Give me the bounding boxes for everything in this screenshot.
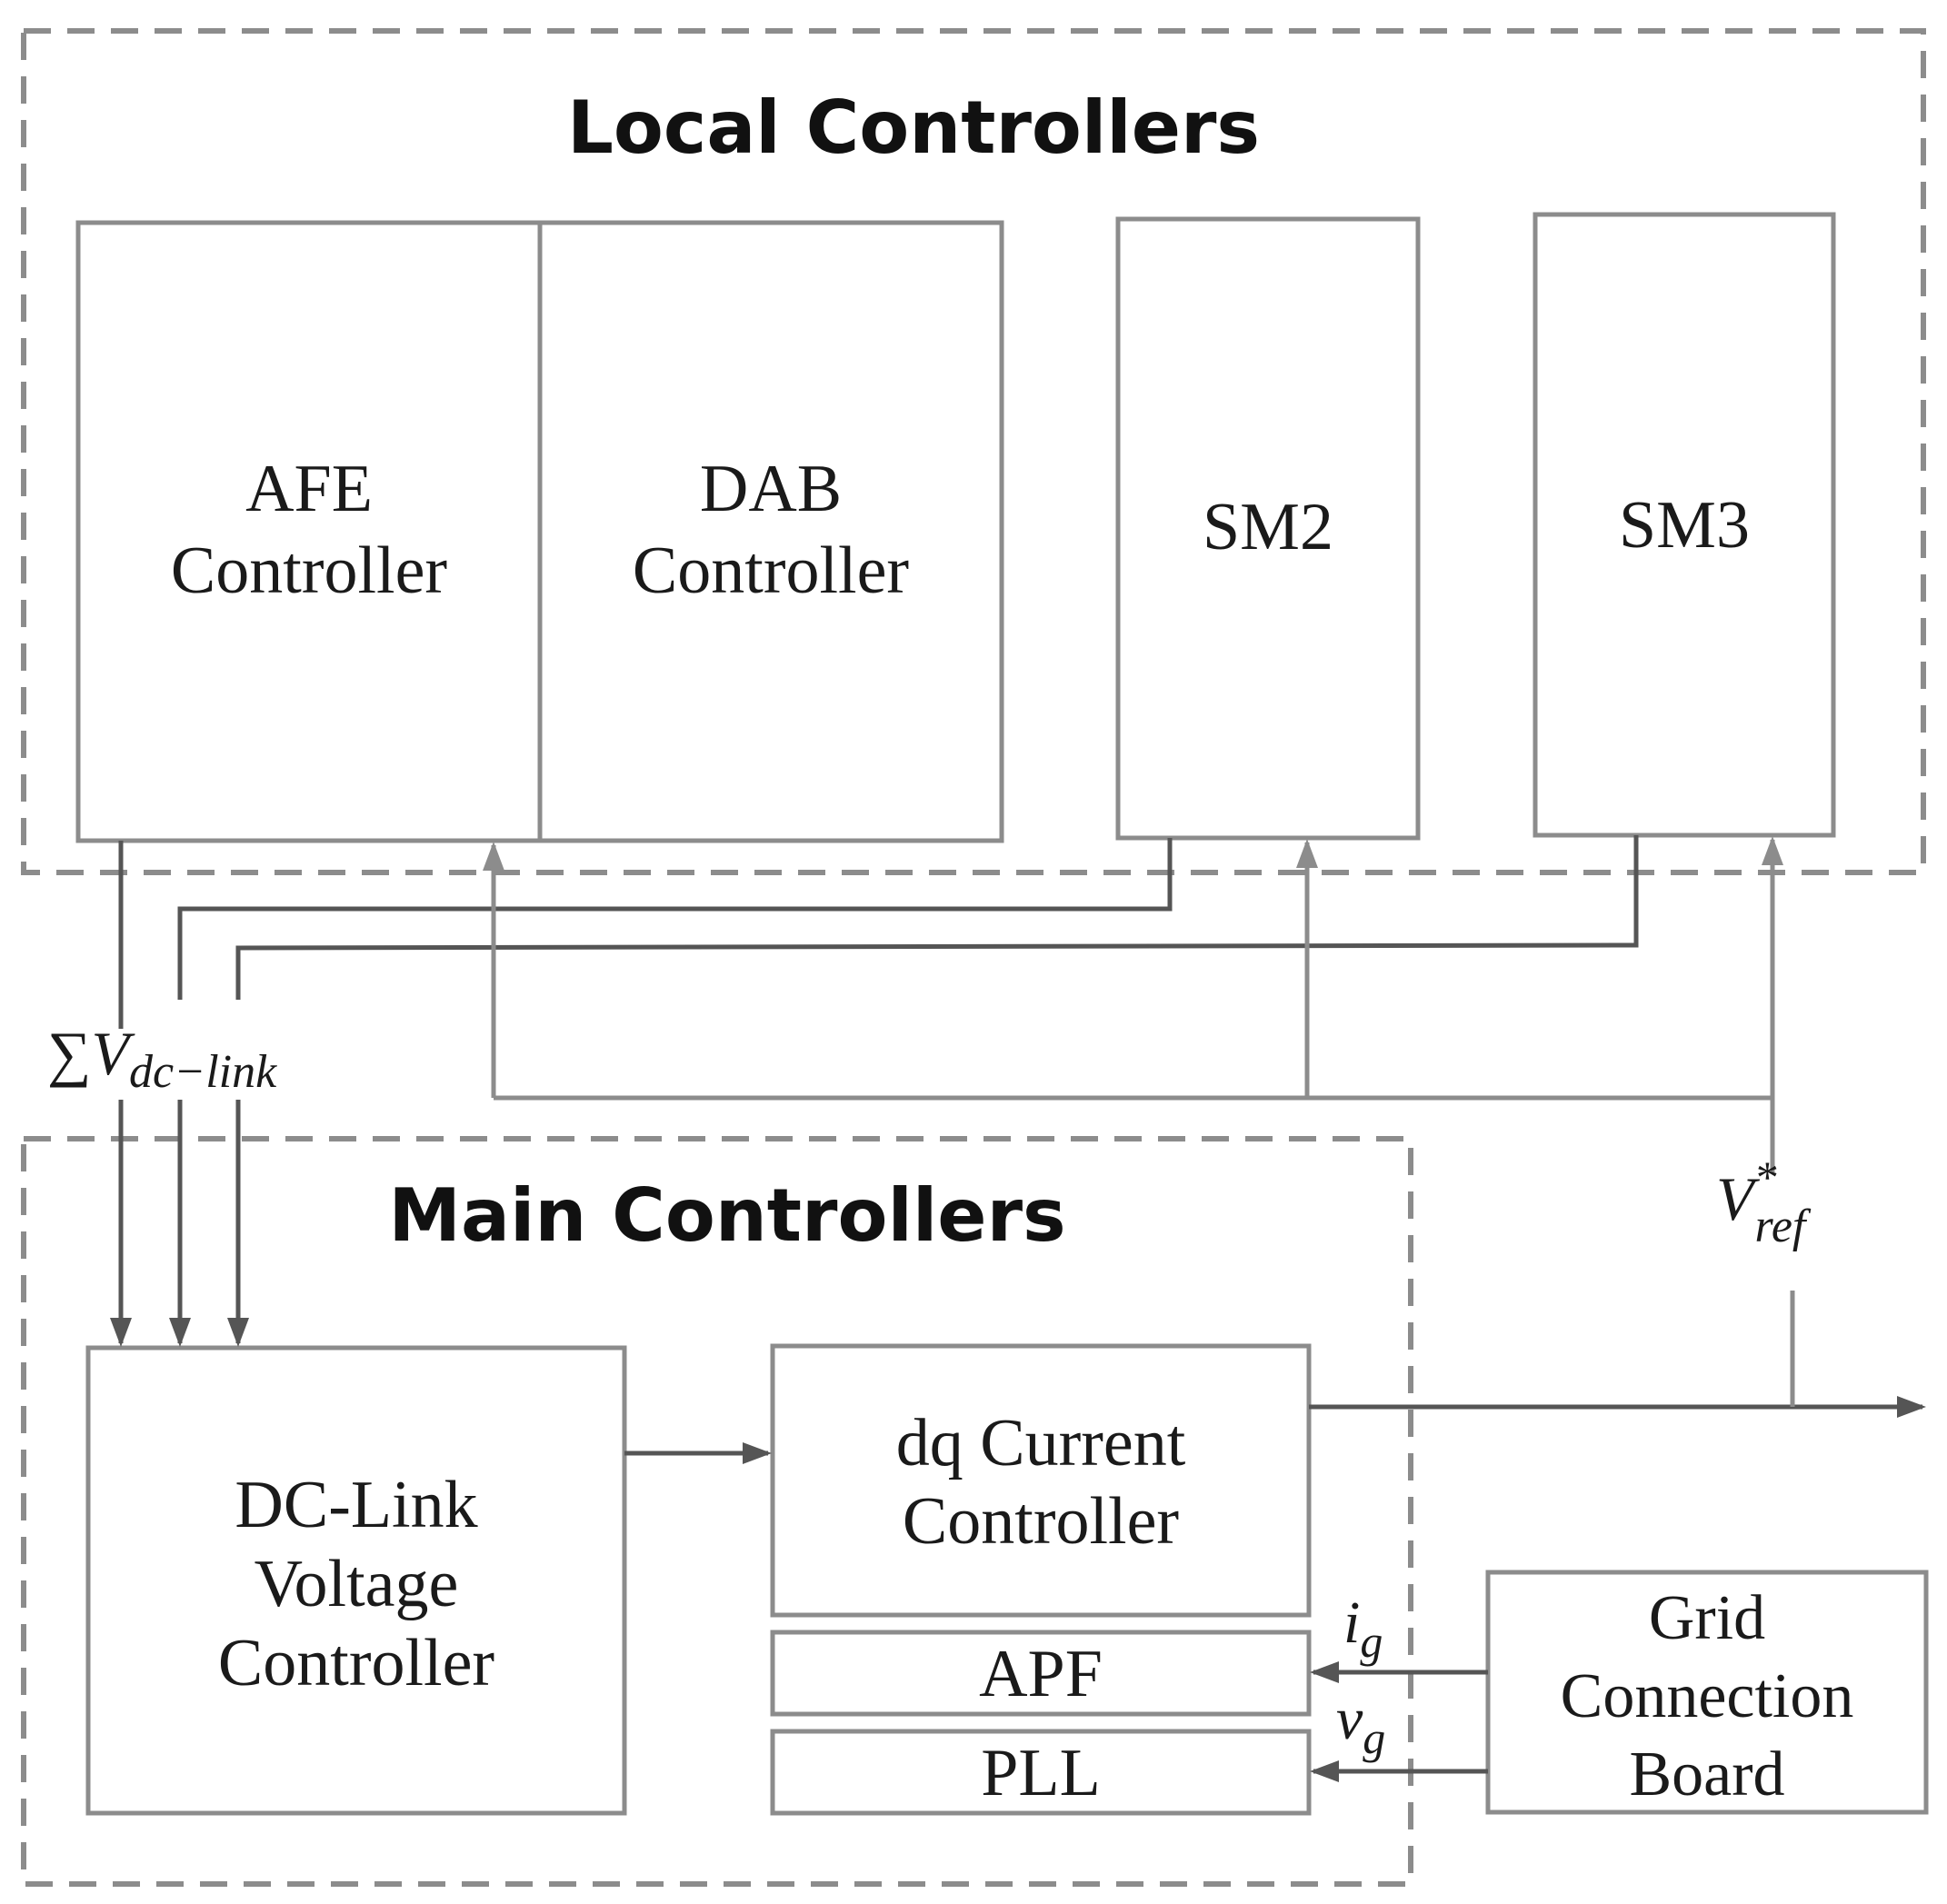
- main-controllers-title: Main Controllers: [388, 1173, 1065, 1258]
- vg-subscript: g: [1363, 1712, 1385, 1763]
- vref-distribution-wires: [483, 836, 1783, 1172]
- vdc-subscript: dc−link: [129, 1046, 277, 1098]
- sm2-block: [1115, 216, 1421, 841]
- vref-base: V: [1716, 1164, 1761, 1233]
- dc-link-feedback-wires: [110, 835, 1639, 1347]
- vref-superscript: *: [1754, 1151, 1777, 1202]
- local-controllers-group: [21, 28, 1926, 875]
- grid-connection-board-block: [1485, 1570, 1929, 1815]
- vdc-base: V: [91, 1019, 135, 1088]
- pll-label: PLL: [981, 1736, 1101, 1810]
- sm3-label: SM3: [1619, 488, 1750, 563]
- sum-symbol: ∑: [47, 1019, 91, 1088]
- apf-label: APF: [979, 1637, 1103, 1711]
- grid-label-line2: Connection: [1561, 1661, 1854, 1731]
- vg-label: vg: [1336, 1686, 1385, 1763]
- main-controllers-group: [21, 1136, 1413, 1887]
- afe-label-line2: Controller: [171, 533, 447, 608]
- dab-label-line2: Controller: [633, 533, 909, 608]
- dc-link-voltage-controller-block: [85, 1345, 627, 1816]
- dc-link-label-line3: Controller: [218, 1626, 494, 1700]
- ig-subscript: g: [1360, 1616, 1383, 1667]
- dq-output-wires: [1309, 1291, 1926, 1418]
- dab-controller-block: [537, 220, 1004, 843]
- dq-label-line1: dq Current: [896, 1406, 1186, 1480]
- sm2-dc-link-wire: [177, 838, 1173, 1000]
- vref-subscript: ref: [1755, 1201, 1812, 1252]
- afe-label-line1: AFE: [245, 452, 373, 526]
- vg-base: v: [1336, 1686, 1363, 1752]
- local-controllers-title: Local Controllers: [567, 85, 1260, 170]
- ig-label: ig: [1343, 1590, 1383, 1667]
- sm3-block: [1533, 212, 1836, 838]
- dab-label-line1: DAB: [700, 452, 842, 526]
- dc-link-label-line1: DC-Link: [235, 1468, 477, 1542]
- sm2-label: SM2: [1203, 490, 1333, 564]
- apf-block: [770, 1630, 1312, 1717]
- grid-label-line3: Board: [1629, 1740, 1784, 1809]
- afe-controller-block: [75, 220, 543, 843]
- dq-current-controller-block: [770, 1343, 1312, 1618]
- ig-base: i: [1343, 1590, 1360, 1656]
- dq-label-line2: Controller: [903, 1484, 1179, 1559]
- vref-label: V*ref: [1716, 1151, 1812, 1252]
- sm3-dc-link-wire: [235, 835, 1639, 1000]
- grid-label-line1: Grid: [1649, 1583, 1765, 1653]
- dc-link-label-line2: Voltage: [255, 1547, 459, 1621]
- vdc-sum-label: ∑Vdc−link: [47, 1019, 277, 1098]
- pll-block: [770, 1729, 1312, 1816]
